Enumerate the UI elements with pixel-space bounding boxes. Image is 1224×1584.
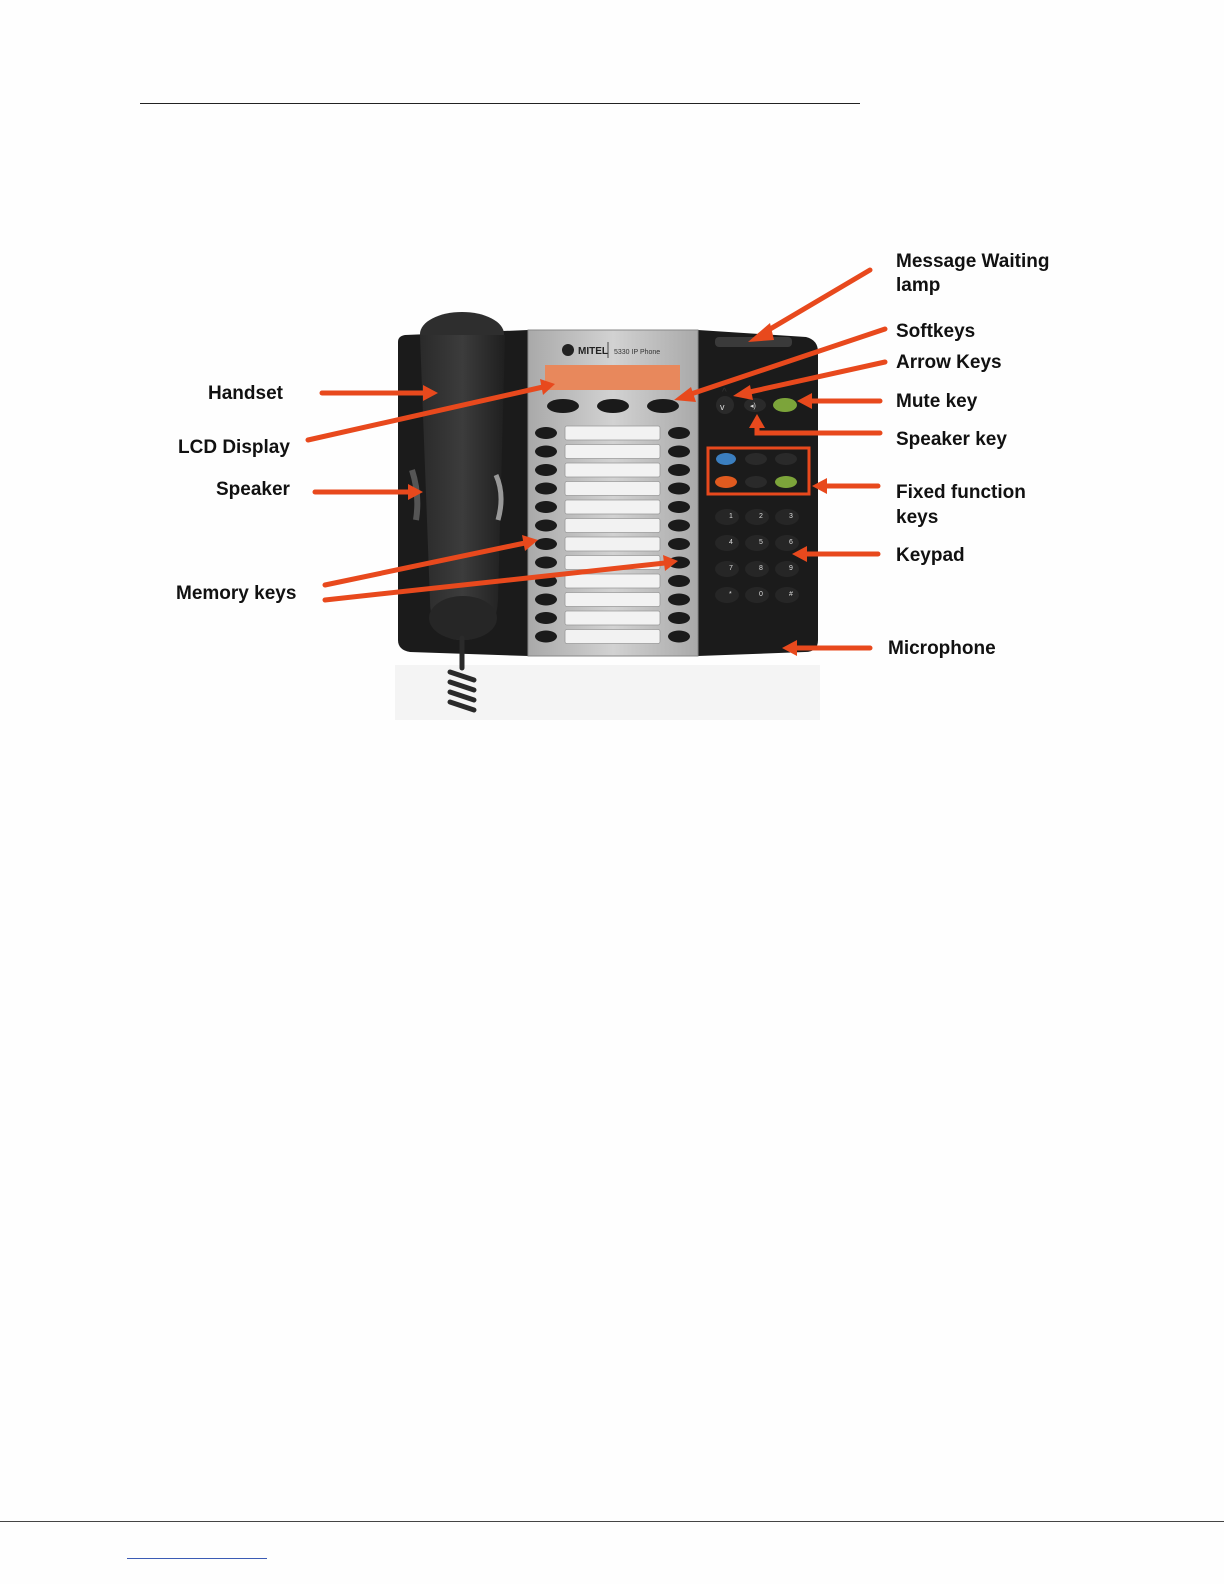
label-speaker: Speaker <box>216 479 291 500</box>
keypad-key-label: 2 <box>759 513 763 520</box>
keypad-key-7[interactable] <box>745 561 769 577</box>
memory-key-right[interactable] <box>668 427 690 439</box>
handset-bottom <box>429 596 497 640</box>
memory-key-label-strip <box>565 445 660 459</box>
memory-key-left[interactable] <box>535 612 557 624</box>
brand-name: MITEL <box>578 346 608 357</box>
keypad-key-label: 9 <box>789 565 793 572</box>
memory-key-label-strip <box>565 463 660 477</box>
memory-key-left[interactable] <box>535 501 557 513</box>
label-fixed-function-1: Fixed function <box>896 482 1026 503</box>
memory-key-right[interactable] <box>668 501 690 513</box>
label-fixed-function-2: keys <box>896 507 938 528</box>
keypad-key-label: 8 <box>759 565 763 572</box>
keypad-key-label: 1 <box>729 513 733 520</box>
keypad-key-label: 0 <box>759 591 763 598</box>
memory-key-label-strip <box>565 519 660 533</box>
arrow-down-icon: v <box>720 402 725 412</box>
keypad-key-1[interactable] <box>745 509 769 525</box>
softkey-1[interactable] <box>547 399 579 413</box>
softkey-3[interactable] <box>647 399 679 413</box>
memory-key-label-strip <box>565 426 660 440</box>
label-arrow-keys: Arrow Keys <box>896 352 1002 373</box>
memory-key-label-strip <box>565 630 660 644</box>
keypad-key-label: # <box>789 591 793 598</box>
memory-key-label-strip <box>565 574 660 588</box>
keypad-key-4[interactable] <box>745 535 769 551</box>
fixed-key-blue[interactable] <box>716 453 736 465</box>
memory-key-left[interactable] <box>535 446 557 458</box>
label-memory-keys: Memory keys <box>176 583 296 604</box>
memory-key-left[interactable] <box>535 538 557 550</box>
keypad-key-label: 6 <box>789 539 793 546</box>
footer-link-underline <box>127 1558 267 1559</box>
label-handset: Handset <box>208 383 284 404</box>
label-speaker-key: Speaker key <box>896 429 1007 450</box>
fixed-key-transfer[interactable] <box>745 476 767 488</box>
keypad-key-9[interactable] <box>715 587 739 603</box>
memory-key-right[interactable] <box>668 483 690 495</box>
memory-key-right[interactable] <box>668 446 690 458</box>
memory-key-left[interactable] <box>535 464 557 476</box>
bottom-rule <box>0 1521 1224 1522</box>
label-softkeys: Softkeys <box>896 321 975 342</box>
memory-key-right[interactable] <box>668 464 690 476</box>
speaker-key-icon: ◂) <box>750 403 756 410</box>
memory-key-left[interactable] <box>535 427 557 439</box>
label-lcd-display: LCD Display <box>178 437 290 458</box>
label-mute-key: Mute key <box>896 391 978 412</box>
memory-key-label-strip <box>565 500 660 514</box>
memory-key-left[interactable] <box>535 594 557 606</box>
label-microphone: Microphone <box>888 638 996 659</box>
keypad-key-11[interactable] <box>775 587 799 603</box>
handset-grip <box>420 335 505 640</box>
memory-key-right[interactable] <box>668 612 690 624</box>
softkey-2[interactable] <box>597 399 629 413</box>
keypad-key-label: 5 <box>759 539 763 546</box>
memory-key-right[interactable] <box>668 520 690 532</box>
keypad-key-label: 3 <box>789 513 793 520</box>
memory-key-label-strip <box>565 611 660 625</box>
arrow-message-waiting <box>760 270 870 335</box>
memory-key-right[interactable] <box>668 631 690 643</box>
fixed-key-orange[interactable] <box>715 476 737 488</box>
keypad-key-10[interactable] <box>745 587 769 603</box>
keypad-key-5[interactable] <box>775 535 799 551</box>
phone-model: 5330 IP Phone <box>614 349 660 356</box>
label-message-waiting-1: Message Waiting <box>896 251 1049 272</box>
memory-key-left[interactable] <box>535 483 557 495</box>
fixed-key-green[interactable] <box>775 476 797 488</box>
label-keypad: Keypad <box>896 545 965 566</box>
keypad-key-label: 7 <box>729 565 733 572</box>
memory-key-left[interactable] <box>535 520 557 532</box>
keypad-key-0[interactable] <box>715 509 739 525</box>
keypad-key-2[interactable] <box>775 509 799 525</box>
brand-logo-icon <box>562 344 574 356</box>
memory-key-label-strip <box>565 482 660 496</box>
memory-key-left[interactable] <box>535 631 557 643</box>
memory-key-right[interactable] <box>668 538 690 550</box>
fixed-key-redial[interactable] <box>775 453 797 465</box>
memory-key-label-strip <box>565 593 660 607</box>
memory-key-label-strip <box>565 537 660 551</box>
softkeys <box>547 399 679 413</box>
keypad-key-3[interactable] <box>715 535 739 551</box>
memory-key-right[interactable] <box>668 575 690 587</box>
fixed-key-settings[interactable] <box>745 453 767 465</box>
arrow-key-button[interactable] <box>716 396 734 414</box>
lcd-display <box>545 365 680 390</box>
memory-key-right[interactable] <box>668 594 690 606</box>
keypad-key-8[interactable] <box>775 561 799 577</box>
keypad-key-label: * <box>729 591 732 598</box>
label-message-waiting-2: lamp <box>896 275 940 296</box>
keypad-key-label: 4 <box>729 539 733 546</box>
keypad-key-6[interactable] <box>715 561 739 577</box>
mute-key[interactable] <box>773 398 797 412</box>
arrowhead-message-waiting <box>748 323 774 342</box>
memory-key-left[interactable] <box>535 557 557 569</box>
